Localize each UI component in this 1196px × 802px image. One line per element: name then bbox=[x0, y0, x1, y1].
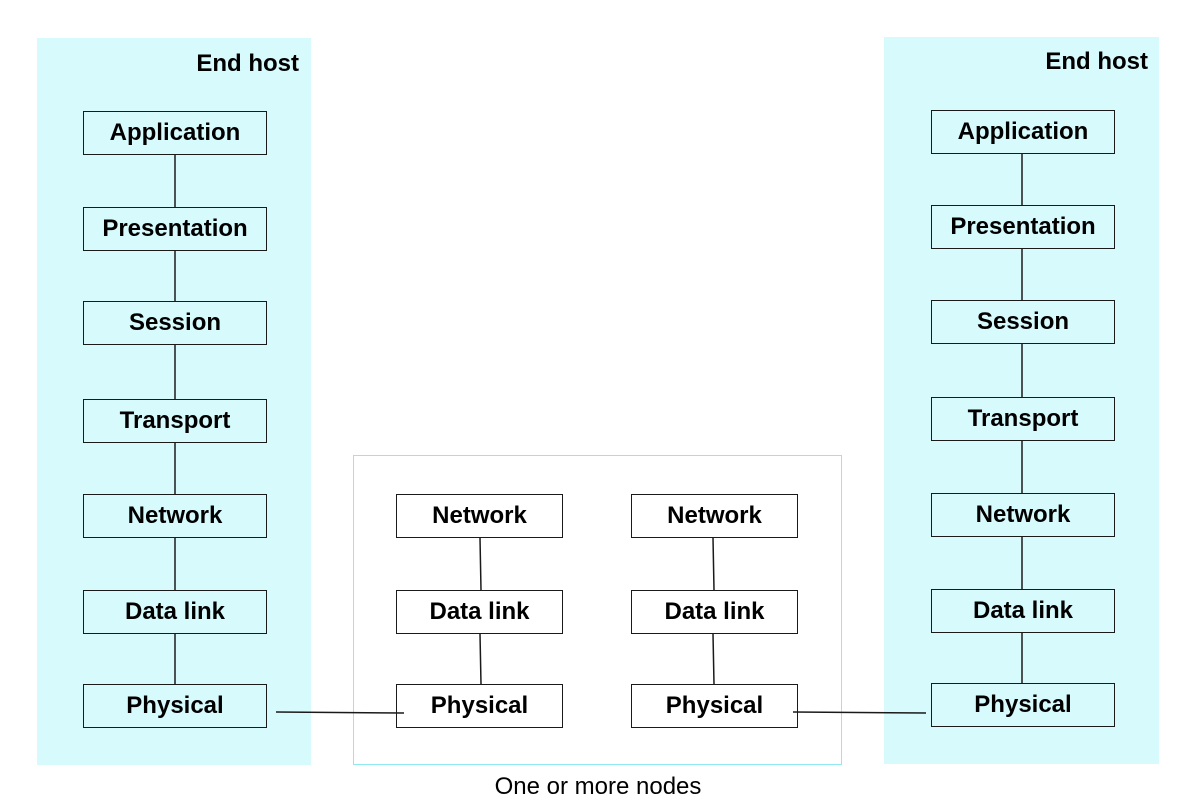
right-presentation-layer: Presentation bbox=[931, 205, 1115, 249]
right-network-layer: Network bbox=[931, 493, 1115, 537]
right-physical-layer: Physical bbox=[931, 683, 1115, 727]
left-data-link-layer: Data link bbox=[83, 590, 267, 634]
node-b-network-layer: Network bbox=[631, 494, 798, 538]
node-b-physical-layer: Physical bbox=[631, 684, 798, 728]
node-a-network-layer: Network bbox=[396, 494, 563, 538]
left-transport-layer: Transport bbox=[83, 399, 267, 443]
node-b-data-link-layer: Data link bbox=[631, 590, 798, 634]
right-end-host-title: End host bbox=[1045, 48, 1148, 75]
node-b-stack-link bbox=[712, 633, 715, 685]
left-session-layer: Session bbox=[83, 301, 267, 345]
nodes-caption: One or more nodes bbox=[494, 773, 702, 800]
left-presentation-layer: Presentation bbox=[83, 207, 267, 251]
left-physical-layer: Physical bbox=[83, 684, 267, 728]
left-network-layer: Network bbox=[83, 494, 267, 538]
left-end-host-title: End host bbox=[196, 50, 299, 77]
node-a-physical-layer: Physical bbox=[396, 684, 563, 728]
physical-link-right bbox=[792, 711, 927, 714]
right-transport-layer: Transport bbox=[931, 397, 1115, 441]
right-application-layer: Application bbox=[931, 110, 1115, 154]
left-application-layer: Application bbox=[83, 111, 267, 155]
node-b-stack-link bbox=[712, 537, 715, 591]
right-session-layer: Session bbox=[931, 300, 1115, 344]
node-a-data-link-layer: Data link bbox=[396, 590, 563, 634]
right-data-link-layer: Data link bbox=[931, 589, 1115, 633]
node-a-stack-link bbox=[479, 633, 482, 685]
node-a-stack-link bbox=[479, 537, 482, 591]
physical-link-left bbox=[275, 711, 405, 714]
